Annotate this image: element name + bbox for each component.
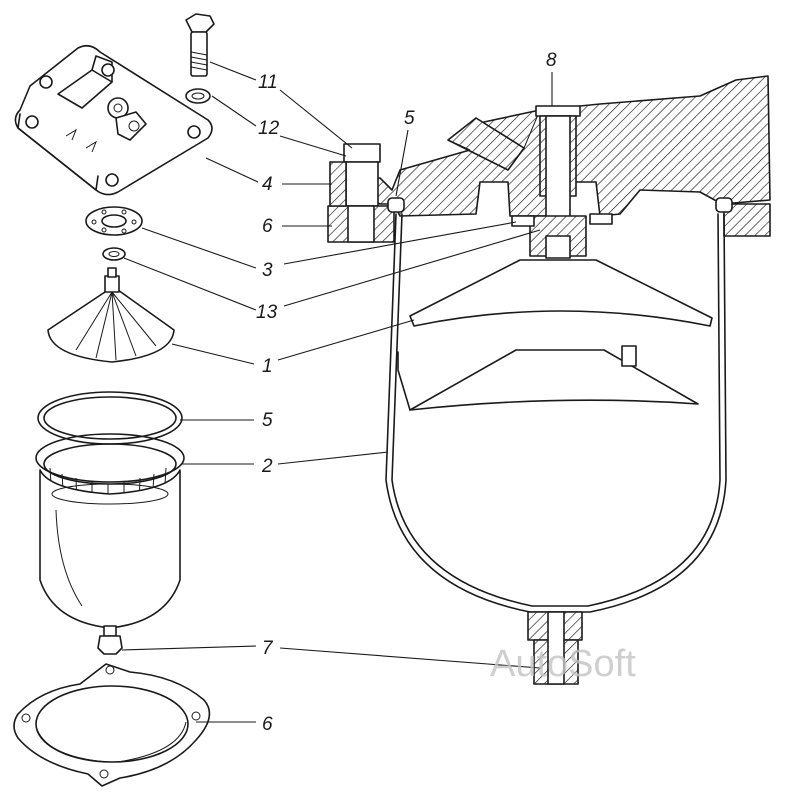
section-seals (387, 197, 733, 227)
clamp-ring-part (13, 663, 211, 787)
callout-2: 2 (261, 456, 273, 477)
settling-bowl-part (35, 433, 185, 629)
callout-5-section: 5 (404, 108, 415, 129)
callout-5-left: 5 (262, 410, 273, 431)
callout-11: 11 (258, 72, 278, 93)
washer-part (102, 247, 126, 261)
spring-washer-part (185, 88, 211, 104)
callout-4: 4 (262, 174, 273, 195)
callout-12: 12 (258, 118, 280, 139)
callout-3: 3 (262, 260, 273, 281)
reflector-section (409, 259, 713, 327)
reflector-cone-part (47, 267, 175, 363)
callout-13: 13 (256, 302, 278, 323)
callout-8: 8 (546, 50, 557, 71)
drain-plug-part (97, 625, 123, 655)
bolt-part (185, 13, 215, 77)
callout-6-bottom: 6 (262, 714, 273, 735)
leader-lines (121, 61, 553, 723)
callout-7: 7 (262, 638, 274, 659)
sealing-ring-part (37, 391, 183, 445)
center-bolt-section (529, 105, 587, 259)
watermark: AutoSoft (490, 643, 636, 685)
filter-cover-part (14, 44, 213, 196)
callout-1: 1 (262, 356, 273, 377)
bolt-section (327, 143, 395, 243)
gasket-part (85, 206, 143, 236)
callout-6-top: 6 (262, 216, 273, 237)
drain-fitting-section (527, 611, 583, 685)
strainer-section (397, 345, 699, 411)
callout-labels: 11 12 4 6 3 13 1 5 2 7 6 8 5 (256, 50, 557, 735)
